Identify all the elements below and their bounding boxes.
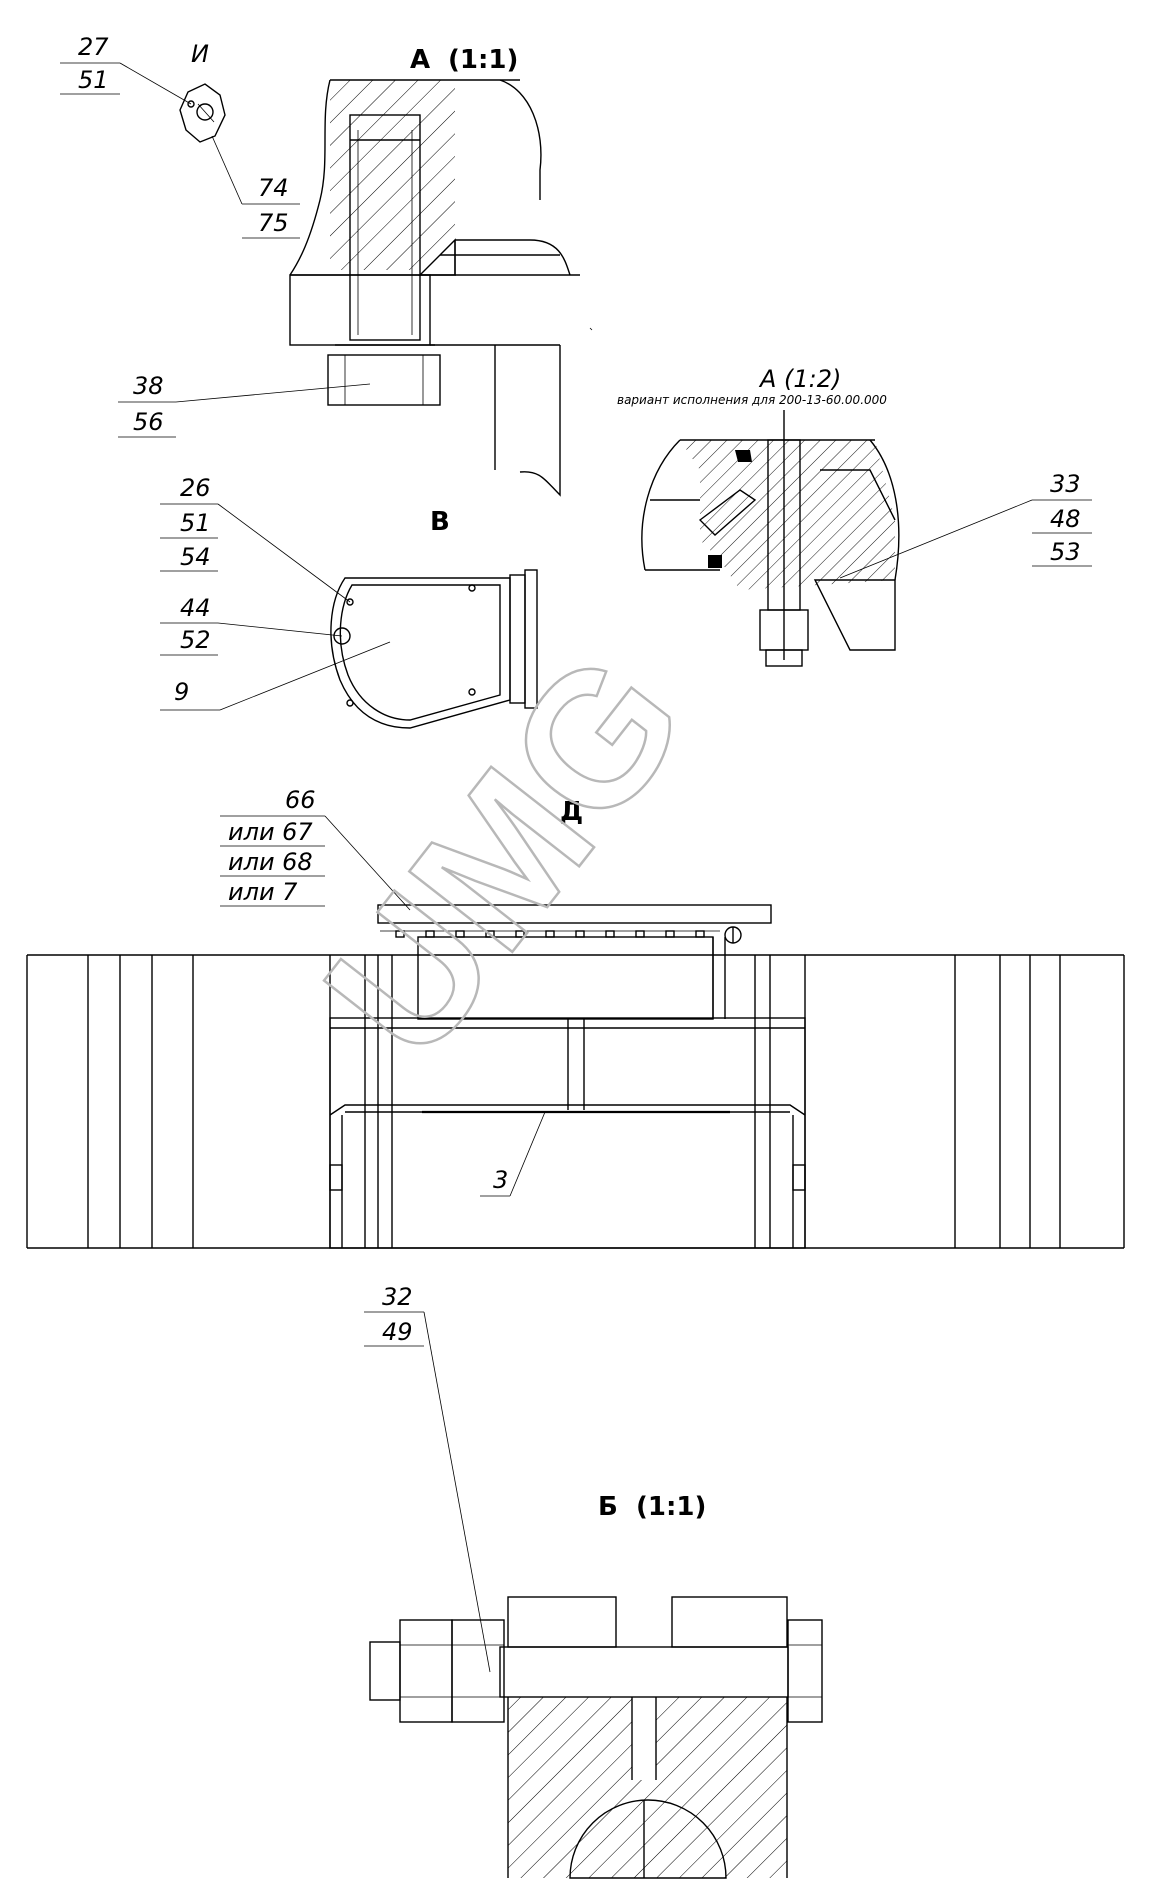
- view-a-scale: (1:1): [448, 45, 518, 75]
- callout-3: 3: [480, 1111, 546, 1197]
- callout-text: 51: [180, 509, 211, 537]
- callout-text: 33: [1050, 470, 1081, 498]
- callout-text: 9: [174, 678, 189, 706]
- callout-66: 66 или 67 или 68 или 7: [220, 786, 411, 911]
- callout-33-48-53: 33 48 53: [839, 470, 1092, 579]
- view-b-title: Б: [598, 1492, 618, 1522]
- watermark-text: UMG: [285, 615, 725, 1095]
- view-v-plate: В: [330, 507, 538, 729]
- callout-text: 49: [382, 1318, 413, 1346]
- callout-32-49: 32 49: [364, 1283, 491, 1673]
- view-d-assembly: Д: [26, 797, 1125, 1249]
- view-b-scale: (1:1): [636, 1492, 706, 1522]
- callout-text: 66: [285, 786, 316, 814]
- callout-text: 38: [133, 372, 164, 400]
- callout-text: или 7: [228, 878, 298, 906]
- view-a-alt-note: вариант исполнения для 200-13-60.00.000: [617, 393, 887, 407]
- callout-text: 75: [258, 209, 289, 237]
- view-i-title: И: [191, 40, 209, 68]
- view-d-title: Д: [560, 797, 583, 827]
- callout-text: 27: [78, 33, 109, 61]
- callout-text: 26: [180, 474, 211, 502]
- callout-9: 9: [160, 641, 391, 711]
- callout-26-51-54: 26 51 54: [160, 474, 351, 603]
- umg-watermark: UMG: [284, 614, 726, 1096]
- view-b-section: Б (1:1): [369, 1492, 823, 1879]
- callout-text: 48: [1050, 505, 1081, 533]
- callout-text: 56: [133, 408, 164, 436]
- view-a-variant-section: А (1:2) вариант исполнения для 200-13-60…: [617, 365, 900, 667]
- view-a-section: А (1:1): [289, 45, 593, 497]
- callout-text: 51: [78, 66, 109, 94]
- view-i-detail: И: [179, 40, 226, 143]
- vertical-ribs: [87, 955, 1061, 1248]
- callout-text: 52: [180, 626, 211, 654]
- view-a-title: А: [410, 45, 430, 75]
- view-v-title: В: [430, 507, 450, 537]
- callout-text: 3: [493, 1166, 508, 1194]
- callout-text: 54: [180, 543, 211, 571]
- callout-27-51: 27 51: [60, 33, 192, 105]
- callout-text: 44: [180, 594, 211, 622]
- callout-text: или 68: [228, 848, 313, 876]
- callout-text: или 67: [228, 818, 313, 846]
- callout-44-52: 44 52: [160, 594, 343, 656]
- callout-text: 74: [258, 174, 289, 202]
- callout-74-75: 74 75: [211, 135, 300, 239]
- callout-text: 32: [382, 1283, 413, 1311]
- callout-text: 53: [1050, 538, 1081, 566]
- callout-38-56: 38 56: [118, 372, 371, 438]
- view-a-alt-title: А (1:2): [758, 365, 841, 393]
